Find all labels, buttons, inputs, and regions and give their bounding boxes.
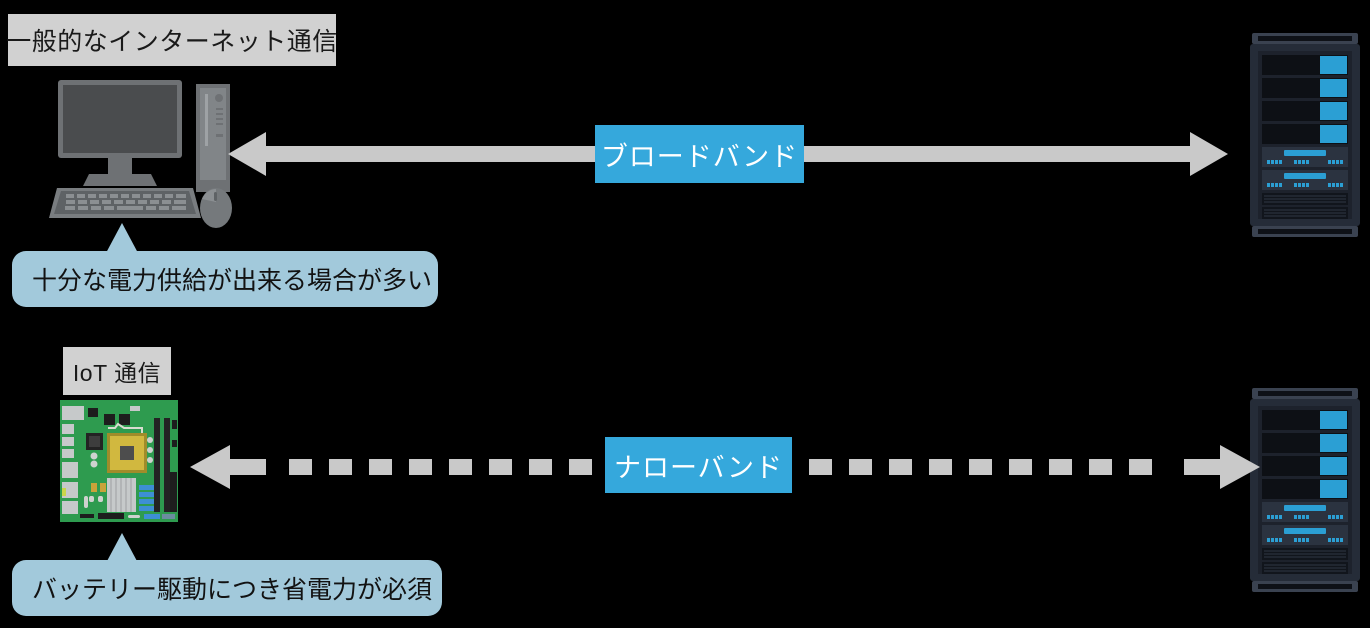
band-label-broadband: ブロードバンド — [595, 125, 804, 183]
section-header-iot: IoT 通信 — [63, 347, 171, 395]
desktop-computer-icon — [33, 78, 263, 228]
circuit-board-icon — [60, 400, 178, 522]
callout-tail-top — [106, 223, 138, 253]
band-label-narrowband: ナローバンド — [605, 437, 792, 493]
server-rack-icon-top — [1246, 33, 1364, 238]
callout-battery-power: バッテリー駆動につき省電力が必須 — [12, 560, 442, 616]
callout-power-supply: 十分な電力供給が出来る場合が多い — [12, 251, 438, 307]
server-rack-icon-bottom — [1246, 388, 1364, 593]
section-header-internet: 一般的なインターネット通信 — [6, 14, 337, 66]
callout-tail-bottom — [106, 533, 138, 563]
